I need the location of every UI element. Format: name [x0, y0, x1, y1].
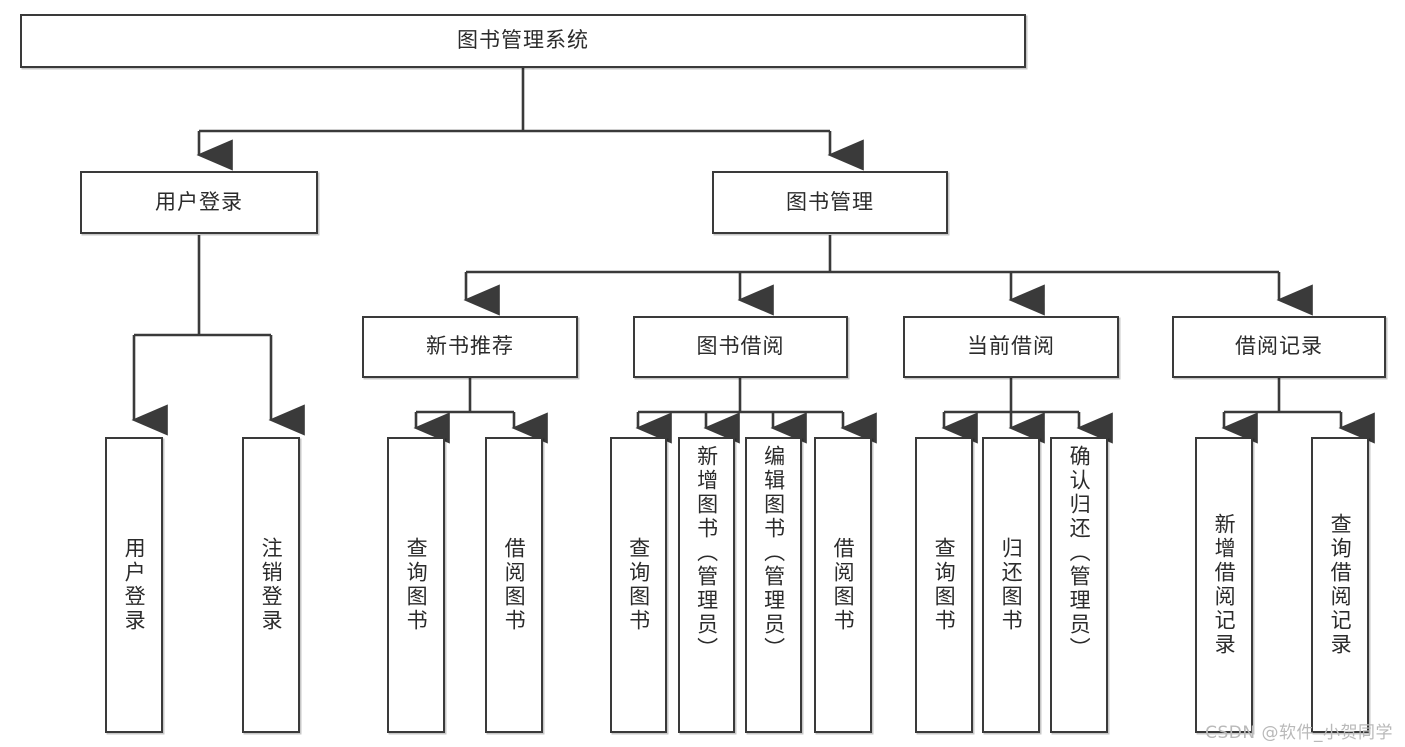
leaf-query-book-current[interactable]: 查询图书 — [915, 437, 973, 733]
leaf-query-book-borrow[interactable]: 查询图书 — [610, 437, 667, 733]
leaf-add-book-admin[interactable]: 新增图书（管理员） — [678, 437, 735, 733]
node-new-book-recommend[interactable]: 新书推荐 — [362, 316, 578, 378]
node-book-manage[interactable]: 图书管理 — [712, 171, 948, 234]
leaf-confirm-return-admin[interactable]: 确认归还（管理员） — [1050, 437, 1108, 733]
leaf-user-login[interactable]: 用户登录 — [105, 437, 163, 733]
leaf-logout[interactable]: 注销登录 — [242, 437, 300, 733]
node-borrow-record[interactable]: 借阅记录 — [1172, 316, 1386, 378]
leaf-return-book[interactable]: 归还图书 — [982, 437, 1040, 733]
leaf-add-borrow-record[interactable]: 新增借阅记录 — [1195, 437, 1253, 733]
leaf-query-borrow-record[interactable]: 查询借阅记录 — [1311, 437, 1369, 733]
node-book-borrow[interactable]: 图书借阅 — [633, 316, 848, 378]
leaf-query-book-recommend[interactable]: 查询图书 — [387, 437, 445, 733]
node-root[interactable]: 图书管理系统 — [20, 14, 1026, 68]
node-user-login[interactable]: 用户登录 — [80, 171, 318, 234]
leaf-borrow-book-recommend[interactable]: 借阅图书 — [485, 437, 543, 733]
node-current-borrow[interactable]: 当前借阅 — [903, 316, 1119, 378]
leaf-edit-book-admin[interactable]: 编辑图书（管理员） — [745, 437, 802, 733]
leaf-borrow-book[interactable]: 借阅图书 — [814, 437, 872, 733]
csdn-watermark: CSDN @软件_小贺同学 — [1205, 723, 1393, 743]
